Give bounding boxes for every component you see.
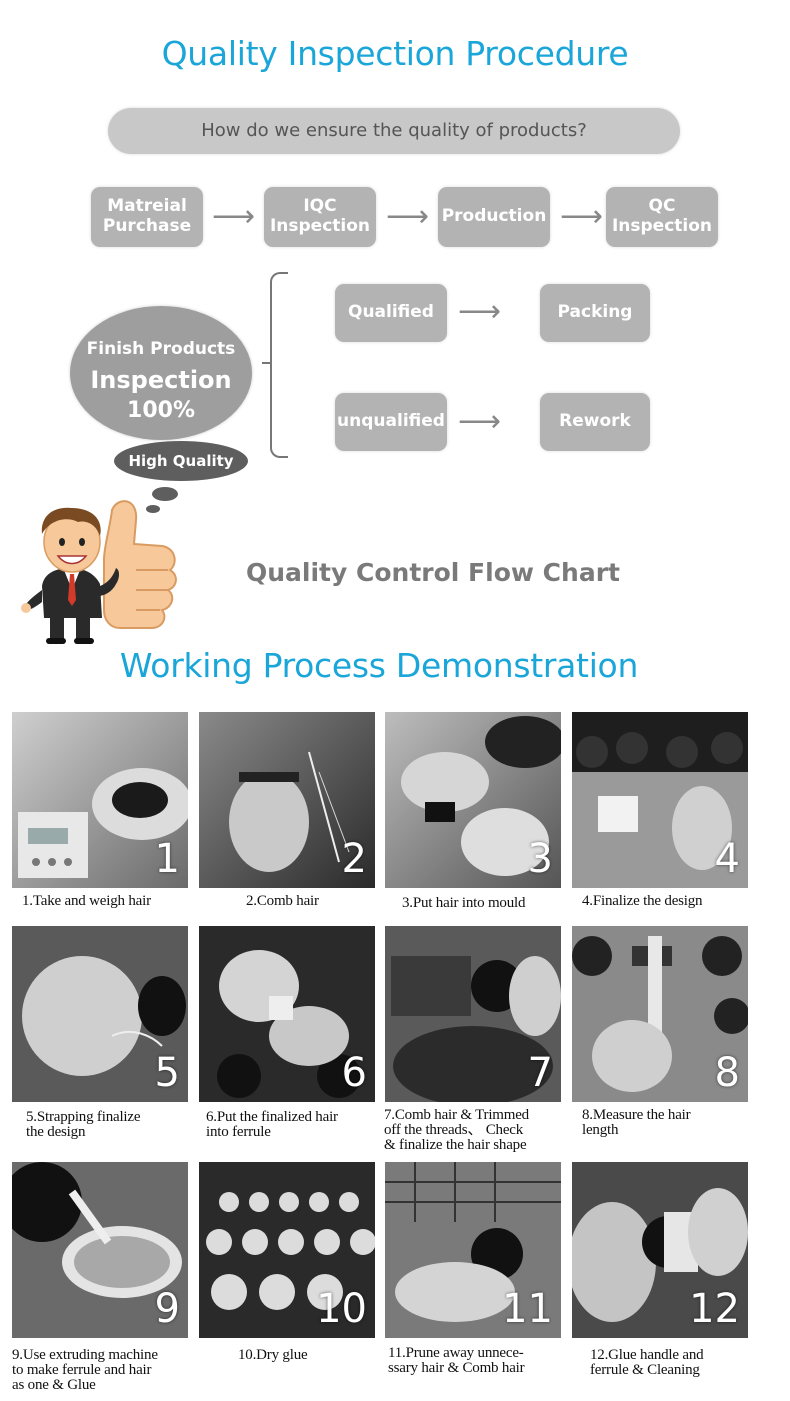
result-packing: Packing bbox=[540, 284, 650, 342]
step-number: 6 bbox=[341, 1050, 367, 1096]
result-unqualified: unqualified bbox=[335, 393, 447, 451]
thought-bubble-dot bbox=[152, 487, 178, 501]
branch-bracket-tip bbox=[262, 362, 272, 364]
right-arrow-icon: ⟶ bbox=[458, 404, 502, 439]
process-step-9: 9 bbox=[12, 1162, 188, 1338]
step-production: Production bbox=[438, 187, 550, 247]
question-banner: How do we ensure the quality of products… bbox=[108, 108, 680, 154]
thumbs-up-mascot-icon bbox=[21, 500, 177, 644]
step-number: 7 bbox=[527, 1050, 553, 1096]
step-iqc-inspection: IQC Inspection bbox=[264, 187, 376, 247]
thought-bubble-dot bbox=[146, 505, 160, 513]
process-caption: 11.Prune away unnece- ssary hair & Comb … bbox=[388, 1345, 525, 1376]
process-photo: 5 bbox=[12, 926, 188, 1102]
process-photo: 2 bbox=[199, 712, 375, 888]
process-step-7: 7 bbox=[385, 926, 561, 1102]
process-step-2: 2 bbox=[199, 712, 375, 888]
step-number: 11 bbox=[502, 1286, 553, 1332]
process-photo: 9 bbox=[12, 1162, 188, 1338]
right-arrow-icon: ⟶ bbox=[212, 199, 256, 234]
process-photo: 10 bbox=[199, 1162, 375, 1338]
process-step-10: 10 bbox=[199, 1162, 375, 1338]
process-caption: 3.Put hair into mould bbox=[402, 895, 526, 911]
process-photo: 3 bbox=[385, 712, 561, 888]
process-caption: 7.Comb hair & Trimmed off the threads、 C… bbox=[384, 1107, 529, 1153]
result-rework: Rework bbox=[540, 393, 650, 451]
process-photo: 11 bbox=[385, 1162, 561, 1338]
step-number: 1 bbox=[154, 836, 180, 882]
process-photo: 8 bbox=[572, 926, 748, 1102]
right-arrow-icon: ⟶ bbox=[560, 199, 604, 234]
process-step-3: 3 bbox=[385, 712, 561, 888]
process-step-5: 5 bbox=[12, 926, 188, 1102]
flowchart-caption: Quality Control Flow Chart bbox=[246, 558, 620, 587]
step-number: 8 bbox=[714, 1050, 740, 1096]
process-caption: 5.Strapping finalize the design bbox=[26, 1109, 141, 1140]
process-caption: 9.Use extruding machine to make ferrule … bbox=[12, 1347, 158, 1393]
process-caption: 8.Measure the hair length bbox=[582, 1107, 691, 1138]
inspection-line-1: Finish Products bbox=[86, 339, 236, 359]
step-number: 12 bbox=[689, 1286, 740, 1332]
process-caption: 2.Comb hair bbox=[246, 893, 319, 909]
section-title: Working Process Demonstration bbox=[119, 646, 639, 685]
process-caption: 10.Dry glue bbox=[238, 1347, 308, 1363]
step-number: 3 bbox=[527, 836, 553, 882]
finish-products-inspection: Finish Products Inspection 100% bbox=[70, 306, 252, 440]
process-step-4: 4 bbox=[572, 712, 748, 888]
result-qualified: Qualified bbox=[335, 284, 447, 342]
inspection-line-3: 100% bbox=[127, 398, 195, 423]
branch-bracket bbox=[270, 272, 288, 458]
page-title: Quality Inspection Procedure bbox=[161, 34, 629, 73]
process-caption: 12.Glue handle and ferrule & Cleaning bbox=[590, 1347, 704, 1378]
process-photo: 7 bbox=[385, 926, 561, 1102]
process-step-1: 1 bbox=[12, 712, 188, 888]
process-photo: 6 bbox=[199, 926, 375, 1102]
step-qc-inspection: QC Inspection bbox=[606, 187, 718, 247]
process-step-11: 11 bbox=[385, 1162, 561, 1338]
process-photo: 12 bbox=[572, 1162, 748, 1338]
process-photo: 1 bbox=[12, 712, 188, 888]
step-number: 10 bbox=[316, 1286, 367, 1332]
process-step-12: 12 bbox=[572, 1162, 748, 1338]
right-arrow-icon: ⟶ bbox=[458, 294, 502, 329]
step-number: 9 bbox=[154, 1286, 180, 1332]
high-quality-bubble: High Quality bbox=[114, 441, 248, 481]
process-caption: 6.Put the finalized hair into ferrule bbox=[206, 1109, 338, 1140]
step-number: 2 bbox=[341, 836, 367, 882]
process-caption: 1.Take and weigh hair bbox=[22, 893, 151, 909]
step-number: 5 bbox=[154, 1050, 180, 1096]
process-caption: 4.Finalize the design bbox=[582, 893, 703, 909]
process-step-8: 8 bbox=[572, 926, 748, 1102]
step-number: 4 bbox=[714, 836, 740, 882]
step-material-purchase: Matreial Purchase bbox=[91, 187, 203, 247]
inspection-line-2: Inspection bbox=[90, 366, 232, 394]
right-arrow-icon: ⟶ bbox=[386, 199, 430, 234]
process-photo: 4 bbox=[572, 712, 748, 888]
process-step-6: 6 bbox=[199, 926, 375, 1102]
